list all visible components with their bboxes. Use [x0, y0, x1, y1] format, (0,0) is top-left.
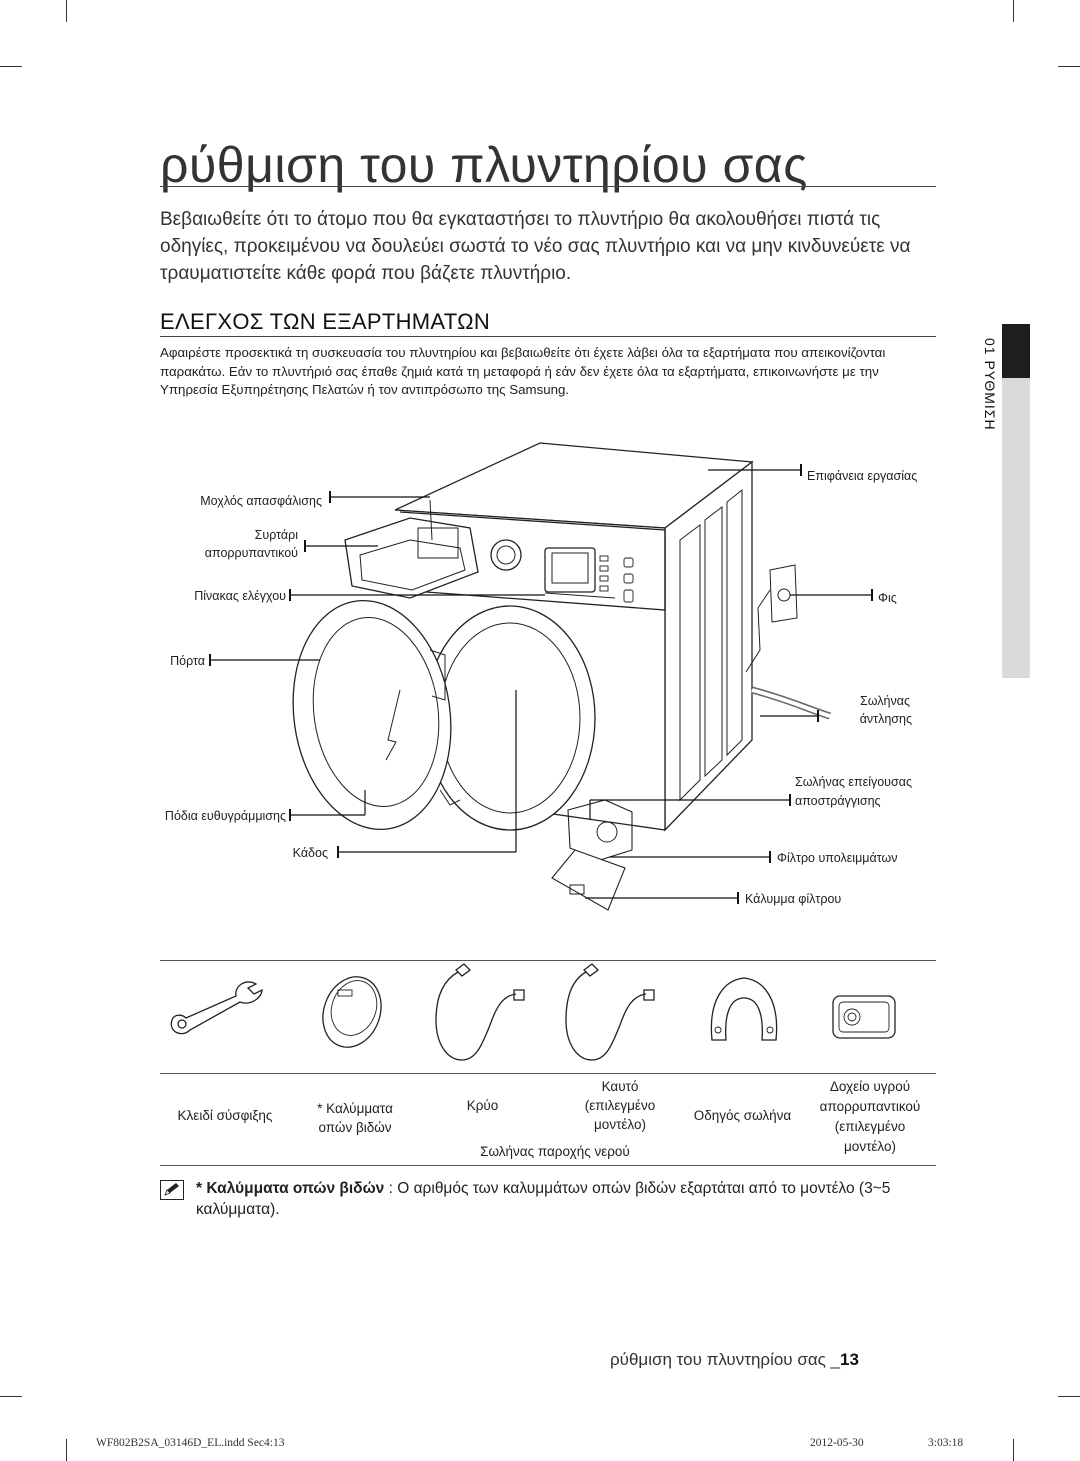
accessory-cold-label: Κρύο [466, 1098, 499, 1113]
intro-paragraph: Βεβαιωθείτε ότι το άτομο που θα εγκαταστ… [160, 209, 911, 284]
crop-mark [1013, 0, 1014, 22]
page-number: 13 [840, 1350, 859, 1369]
label-door: Πόρτα [170, 654, 205, 668]
screw-cap-icon [322, 976, 382, 1048]
washing-machine-diagram [209, 442, 873, 911]
accessory-spanner-label: Κλειδί σύσφιξης [177, 1108, 273, 1123]
accessories-bottom-rule [160, 1165, 936, 1166]
accessory-liquid-line2: απορρυπαντικού [819, 1099, 921, 1114]
title-divider [160, 186, 936, 187]
accessory-hose-guide-label: Οδηγός σωλήνα [693, 1108, 792, 1123]
note-text: * Καλύμματα οπών βιδών : Ο αριθμός των κ… [196, 1178, 936, 1220]
side-tab-marker [1002, 324, 1030, 378]
crop-mark [1058, 1396, 1080, 1397]
accessories-illustrations [170, 963, 896, 1061]
crop-mark [0, 66, 22, 67]
crop-mark [66, 0, 67, 22]
label-control-panel: Πίνακας ελέγχου [194, 589, 286, 603]
label-drain-hose-line1: Σωλήνας [860, 694, 910, 708]
label-drain-hose-line2: άντλησης [859, 712, 912, 726]
liquid-detergent-container-icon [832, 995, 896, 1039]
accessory-water-hose-label: Σωλήνας παροχής νερού [480, 1144, 630, 1159]
section-divider [160, 336, 936, 337]
page-title: ρύθμιση του πλυντηρίου σας [160, 137, 808, 193]
label-filter-cover: Κάλυμμα φίλτρου [745, 892, 842, 906]
page-footer: ρύθμιση του πλυντηρίου σας _13 [610, 1350, 859, 1370]
hot-hose-icon [565, 963, 655, 1061]
label-drum: Κάδος [292, 846, 328, 860]
spanner-icon [170, 981, 263, 1035]
section-body: Αφαιρέστε προσεκτικά τη συσκευασία του π… [160, 345, 886, 397]
note-pencil-icon [160, 1180, 184, 1200]
crop-mark [0, 1396, 22, 1397]
label-emergency-drain-line1: Σωλήνας επείγουσας [795, 775, 912, 789]
slug-time: 3:03:18 [928, 1437, 964, 1449]
label-drawer-line1: Συρτάρι [254, 528, 298, 542]
accessory-liquid-line1: Δοχείο υγρού [829, 1079, 911, 1094]
accessory-caps-line2: οπών βιδών [318, 1120, 392, 1135]
footer-text: ρύθμιση του πλυντηρίου σας _ [610, 1350, 841, 1369]
accessories-mid-rule [160, 1073, 936, 1074]
accessory-hot-line1: Καυτό [601, 1079, 639, 1094]
label-drawer-line2: απορρυπαντικού [204, 546, 298, 560]
section-heading: ΕΛΕΓΧΟΣ ΤΩΝ ΕΞΑΡΤΗΜΑΤΩΝ [160, 309, 491, 334]
accessory-hot-line3: μοντέλο) [594, 1117, 646, 1132]
label-release-lever: Μοχλός απασφάλισης [200, 494, 322, 508]
label-emergency-drain-line2: αποστράγγισης [795, 794, 881, 808]
side-tab-label: 01 ΡΥΘΜΙΣΗ [982, 338, 998, 431]
accessory-liquid-line3: (επιλεγμένο [834, 1119, 906, 1134]
side-tab-band [1002, 378, 1030, 678]
slug-date: 2012-05-30 [810, 1437, 864, 1449]
cold-hose-icon [435, 963, 525, 1061]
accessory-caps-line1: * Καλύμματα [317, 1101, 393, 1116]
accessories-top-rule [160, 960, 936, 961]
crop-mark [1013, 1439, 1014, 1461]
crop-mark [66, 1439, 67, 1461]
label-work-surface: Επιφάνεια εργασίας [807, 469, 918, 483]
label-plug: Φις [878, 591, 897, 605]
note-bold: * Καλύμματα οπών βιδών [196, 1180, 385, 1197]
label-leveling-feet: Πόδια ευθυγράμμισης [164, 809, 286, 823]
note-body: : Ο αριθμός των καλυμμάτων οπών βιδών εξ… [196, 1180, 891, 1218]
slug-file: WF802B2SA_03146D_EL.indd Sec4:13 [96, 1437, 285, 1449]
accessory-hot-line2: (επιλεγμένο [584, 1098, 656, 1113]
label-debris-filter: Φίλτρο υπολειμμάτων [777, 851, 898, 865]
crop-mark [1058, 66, 1080, 67]
accessory-liquid-line4: μοντέλο) [844, 1139, 896, 1154]
hose-guide-icon [710, 977, 778, 1041]
